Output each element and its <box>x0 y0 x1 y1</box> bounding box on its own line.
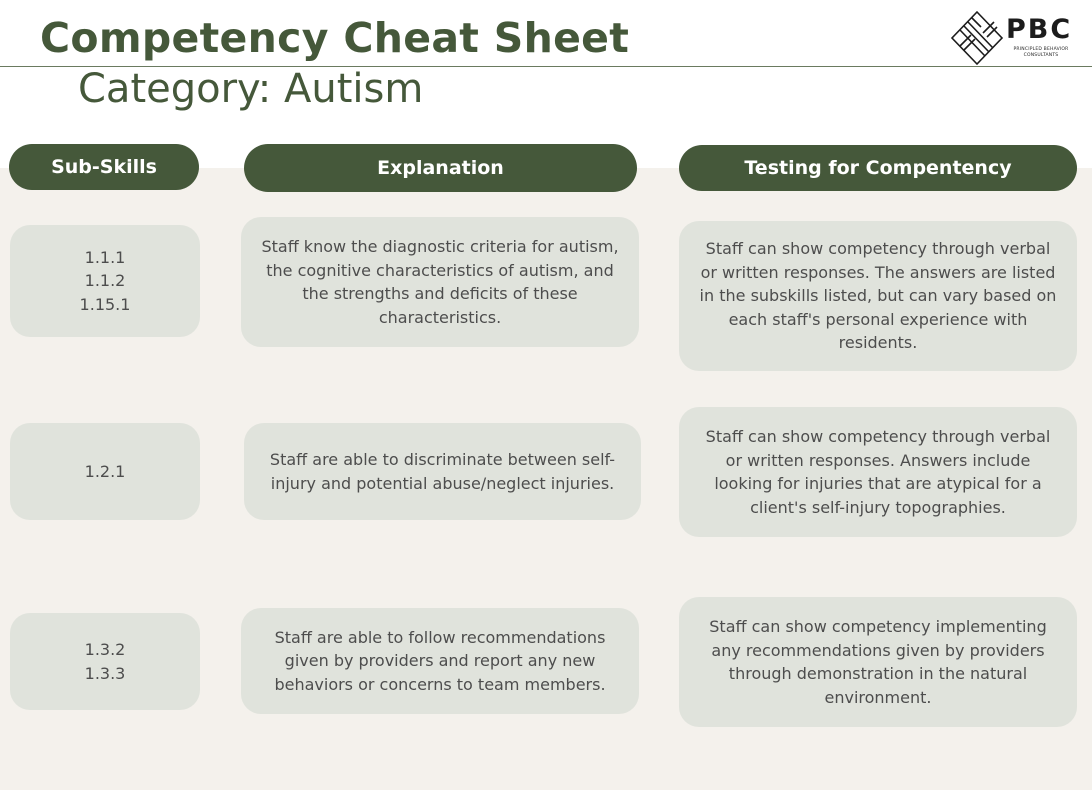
logo-tagline-line-2: CONSULTANTS <box>1023 53 1059 58</box>
subskills-card: 1.1.1 1.1.2 1.15.1 <box>10 225 200 337</box>
testing-card: Staff can show competency through verbal… <box>679 221 1077 371</box>
subskill-code: 1.15.1 <box>79 294 131 314</box>
subskills-card: 1.3.2 1.3.3 <box>10 613 200 710</box>
explanation-card: Staff are able to discriminate between s… <box>244 423 641 520</box>
pbc-logo: PBC PRINCIPLED BEHAVIOR CONSULTANTS <box>950 10 1080 66</box>
header-subskills: Sub-Skills <box>9 144 199 190</box>
logo-letters: PBC <box>1006 14 1073 45</box>
explanation-card: Staff are able to follow recommendations… <box>241 608 639 714</box>
subskill-code: 1.3.3 <box>84 663 126 683</box>
page-title: Competency Cheat Sheet <box>40 14 630 62</box>
logo-tagline-line-1: PRINCIPLED BEHAVIOR <box>1013 47 1069 52</box>
subskill-code: 1.1.1 <box>84 247 126 267</box>
header-explanation: Explanation <box>244 144 637 192</box>
testing-card: Staff can show competency through verbal… <box>679 407 1077 537</box>
subskill-code: 1.1.2 <box>84 271 126 291</box>
testing-card: Staff can show competency implementing a… <box>679 597 1077 727</box>
logo-tagline: PRINCIPLED BEHAVIOR CONSULTANTS <box>1007 47 1075 59</box>
category-subtitle: Category: Autism <box>78 66 424 112</box>
pbc-logo-icon <box>950 10 1004 66</box>
subskill-code: 1.2.1 <box>84 461 126 481</box>
title-divider <box>0 66 1092 67</box>
header-testing: Testing for Compentency <box>679 145 1077 191</box>
explanation-card: Staff know the diagnostic criteria for a… <box>241 217 639 347</box>
subskill-code: 1.3.2 <box>84 640 126 659</box>
subskills-card: 1.2.1 <box>10 423 200 520</box>
